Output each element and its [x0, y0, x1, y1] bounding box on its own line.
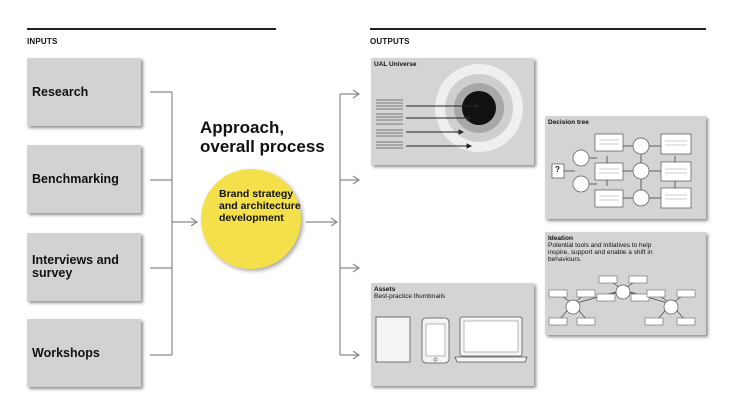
panel-decision-tree: Decision tree ? [545, 116, 706, 219]
input-label: Workshops [32, 345, 100, 360]
ual-universe-graphic [376, 64, 523, 152]
input-interviews-survey: Interviews and survey [27, 233, 141, 301]
panel-ual-universe: UAL Universe [371, 58, 534, 165]
outputs-heading: OUTPUTS [370, 37, 410, 46]
process-title: Approach, overall process [200, 118, 325, 156]
core-process-label: Brand strategy and architecture developm… [219, 188, 301, 224]
device-thumbnails [375, 316, 528, 364]
input-label: Research [32, 84, 89, 99]
ideation-description: Potential tools and initiatives to help … [548, 242, 653, 263]
inputs-rule [27, 28, 276, 30]
ideation-graphic [548, 275, 696, 326]
panel-title: UAL Universe [374, 61, 417, 68]
input-label: Interviews and survey [32, 253, 119, 280]
panel-title: Ideation [548, 235, 573, 242]
process-title-line2: overall process [200, 137, 325, 156]
outputs-rule [370, 28, 706, 30]
input-workshops: Workshops [27, 319, 141, 387]
inputs-heading: INPUTS [27, 37, 58, 46]
input-research: Research [27, 58, 141, 126]
input-label: Benchmarking [32, 171, 119, 186]
input-benchmarking: Benchmarking [27, 145, 141, 213]
panel-ideation: Ideation Potential tools and initiatives… [545, 232, 706, 335]
panel-title: Assets [374, 286, 396, 293]
core-process-circle [201, 169, 301, 269]
tablet-icon [375, 316, 411, 363]
panel-title: Decision tree [548, 119, 589, 126]
assets-subtitle: Best-practice thumbnails [374, 293, 446, 300]
panel-assets: Assets Best-practice thumbnails [371, 283, 534, 386]
decision-tree-graphic [551, 133, 692, 209]
question-mark-node: ? [555, 165, 560, 174]
process-title-line1: Approach, [200, 118, 285, 137]
